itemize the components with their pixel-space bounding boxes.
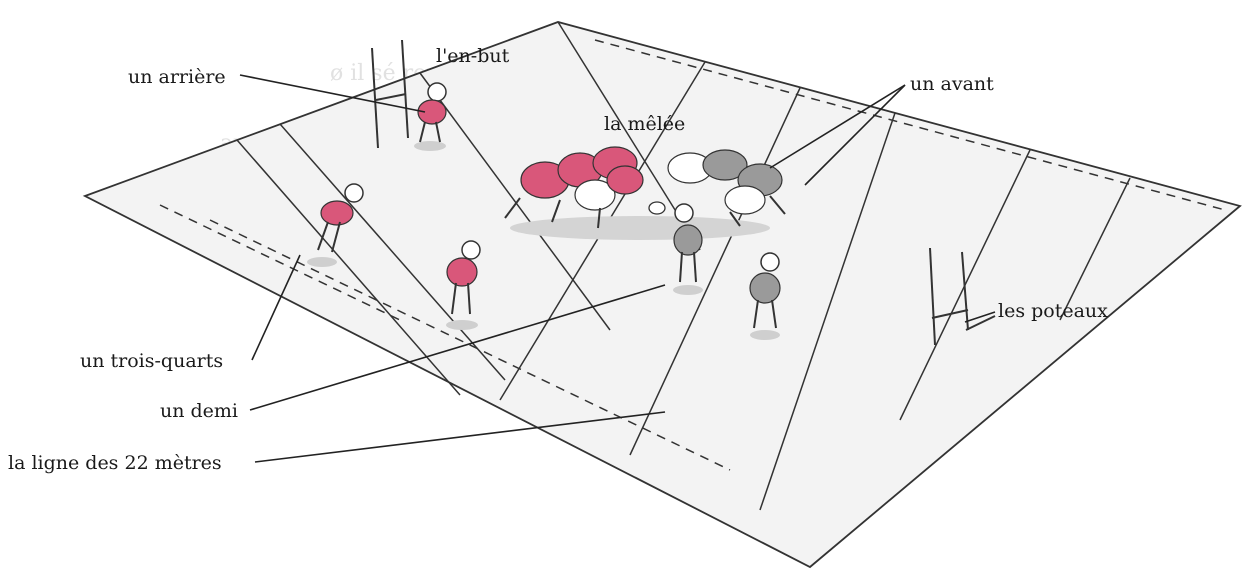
label-line-22: la ligne des 22 mètres [8,452,222,474]
label-half: un demi [160,400,238,422]
label-in-goal: l'en-but [436,45,510,67]
field-surface [85,22,1240,567]
label-three-quarter: un trois-quarts [80,350,223,372]
label-forward: un avant [910,73,994,95]
label-fullback: un arrière [128,66,226,88]
label-posts: les poteaux [998,300,1108,322]
label-scrum: la mêlée [604,113,685,135]
